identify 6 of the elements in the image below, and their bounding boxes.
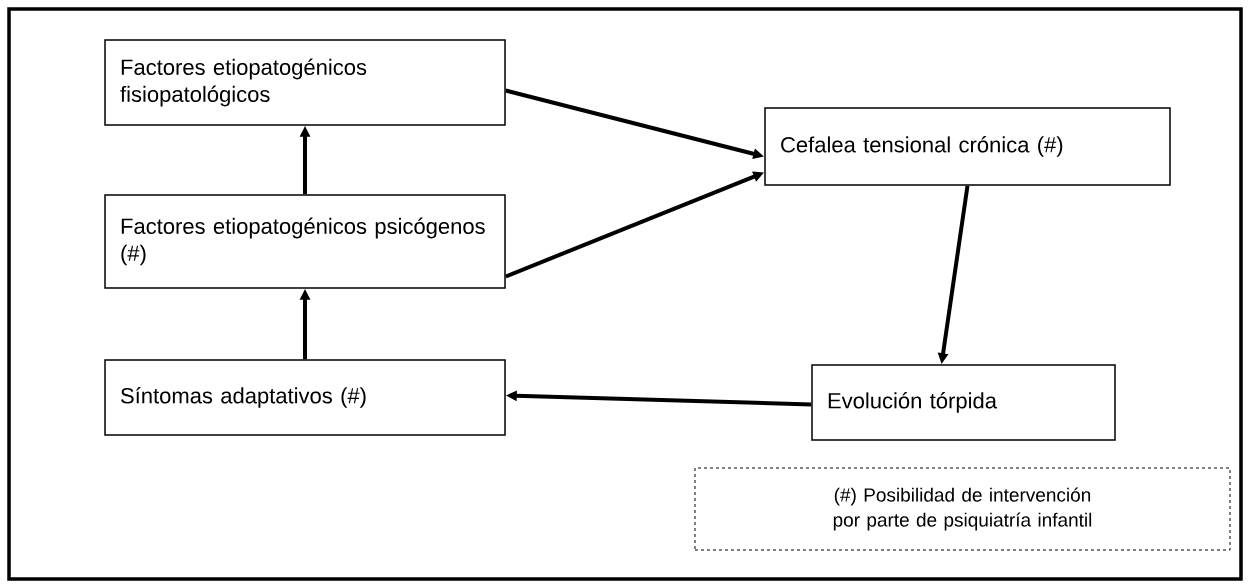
process-box: Factores etiopatogénicos fisiopatológicos <box>104 39 506 126</box>
process-box: Cefalea tensional crónica (#) <box>764 107 1171 186</box>
note-box: (#) Posibilidad de intervención por parte de psiquiatría infantil <box>694 467 1231 551</box>
process-box: Síntomas adaptativos (#) <box>104 359 506 436</box>
process-box: Factores etiopatogénicos psicógenos (#) <box>104 194 506 289</box>
process-box: Evolución tórpida <box>811 364 1116 441</box>
